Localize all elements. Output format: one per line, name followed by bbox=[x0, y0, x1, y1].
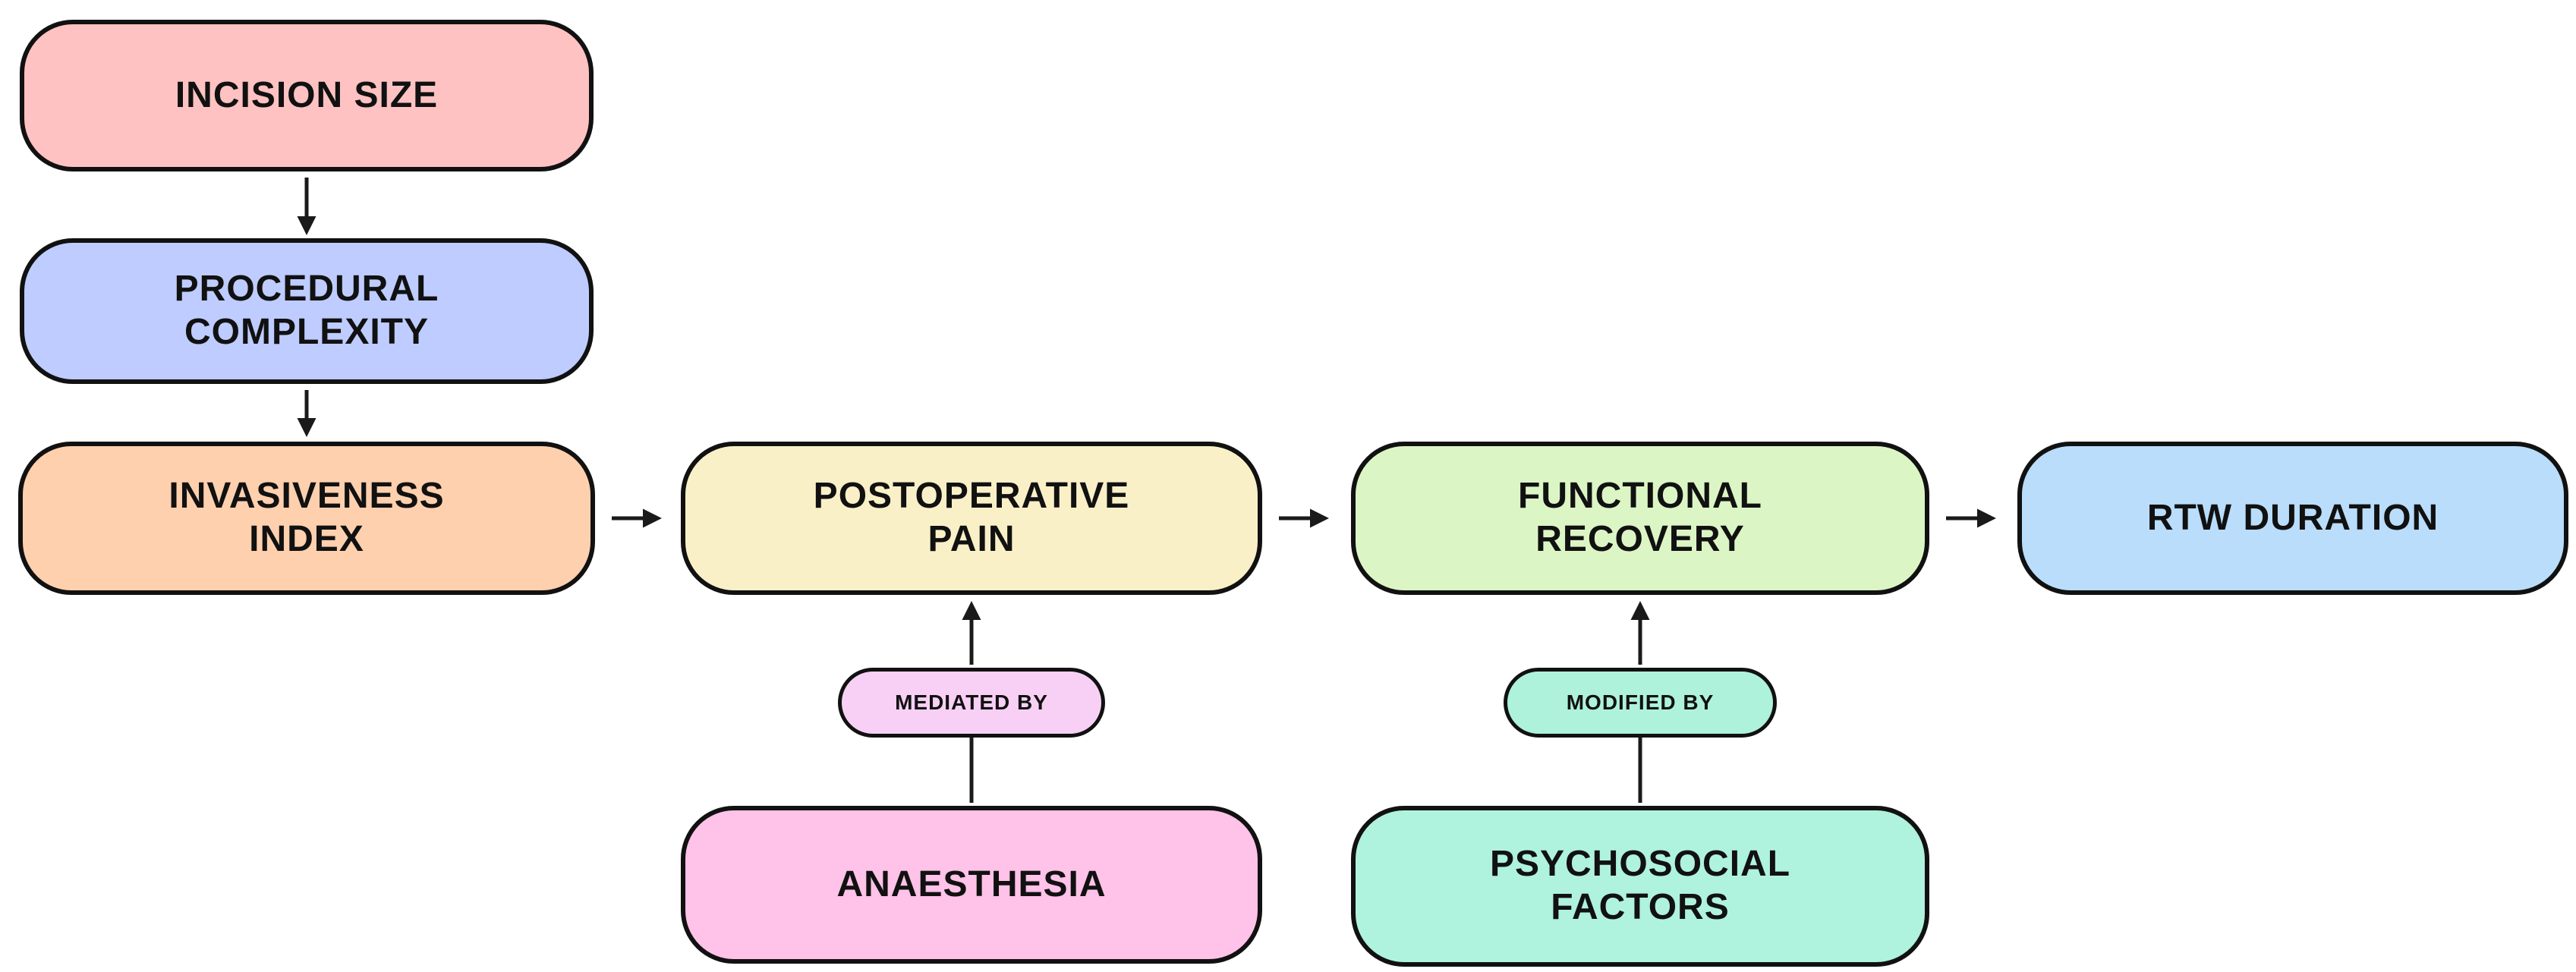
node-psychosocial-factors-label: PSYCHOSOCIAL FACTORS bbox=[1489, 844, 1791, 927]
pill-modified-by: MODIFIED BY bbox=[1504, 668, 1777, 738]
pill-modified-by-label: MODIFIED BY bbox=[1566, 690, 1715, 714]
node-postoperative-pain-label: POSTOPERATIVE PAIN bbox=[813, 476, 1130, 559]
pill-mediated-by-label: MEDIATED BY bbox=[895, 690, 1048, 714]
node-incision-size: INCISION SIZE bbox=[20, 20, 594, 171]
node-procedural-complexity-label: PROCEDURAL COMPLEXITY bbox=[174, 269, 439, 352]
pill-mediated-by: MEDIATED BY bbox=[838, 668, 1105, 738]
node-functional-recovery-label: FUNCTIONAL RECOVERY bbox=[1518, 476, 1762, 559]
node-postoperative-pain: POSTOPERATIVE PAIN bbox=[681, 442, 1262, 595]
node-functional-recovery: FUNCTIONAL RECOVERY bbox=[1351, 442, 1929, 595]
node-psychosocial-factors: PSYCHOSOCIAL FACTORS bbox=[1351, 806, 1929, 967]
node-anaesthesia: ANAESTHESIA bbox=[681, 806, 1262, 964]
node-anaesthesia-label: ANAESTHESIA bbox=[836, 863, 1107, 904]
node-invasiveness-index-label: INVASIVENESS INDEX bbox=[168, 476, 445, 559]
node-rtw-duration: RTW DURATION bbox=[2017, 442, 2568, 595]
node-rtw-duration-label: RTW DURATION bbox=[2146, 497, 2439, 538]
node-procedural-complexity: PROCEDURAL COMPLEXITY bbox=[20, 238, 594, 384]
node-incision-size-label: INCISION SIZE bbox=[175, 74, 439, 115]
node-invasiveness-index: INVASIVENESS INDEX bbox=[18, 442, 595, 595]
